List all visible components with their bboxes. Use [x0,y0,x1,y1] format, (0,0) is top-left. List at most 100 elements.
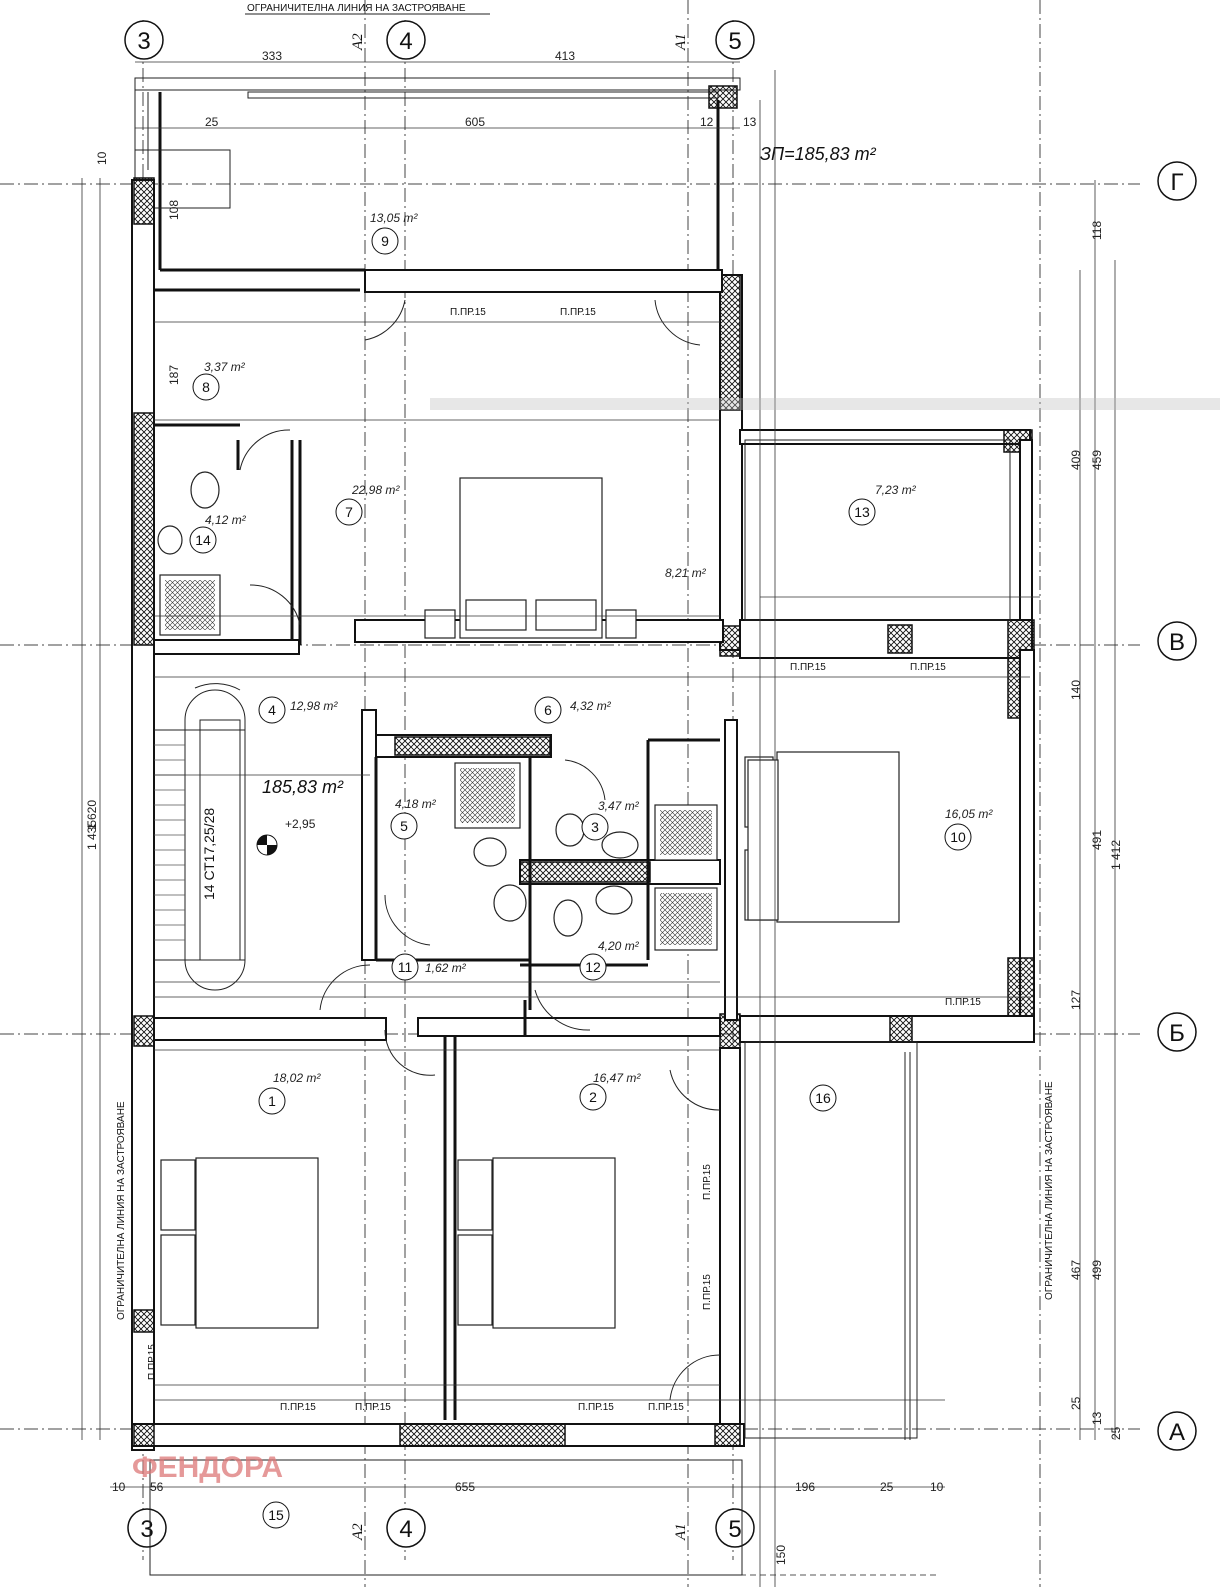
svg-text:4,18 m²: 4,18 m² [395,797,437,811]
dim-right-491: 491 [1090,830,1104,850]
window-tag-6: П.ПР.15 [280,1402,316,1413]
bed-room10 [744,751,900,923]
dim-top-413: 413 [555,49,575,63]
dim-right-13: 13 [1090,1411,1104,1425]
room-13: 13 7,23 m² [848,483,917,526]
dim-right-459: 459 [1090,450,1104,470]
svg-text:5: 5 [728,1516,741,1543]
corridor-area: 8,21 m² [665,566,707,580]
dim-bottom-150: 150 [774,1545,788,1565]
dim-right-499: 499 [1090,1260,1104,1280]
svg-text:Г: Г [1171,169,1184,196]
svg-text:15: 15 [268,1507,284,1523]
dim-top-605: 605 [465,115,485,129]
watermark-logo: ФЕНДОРА [132,1451,283,1484]
svg-text:А: А [1169,1419,1185,1446]
bed-room2 [457,1157,616,1329]
side-building-line-note-left: ОГРАНИЧИТЕЛНА ЛИНИЯ НА ЗАСТРОЯВАНЕ [116,1101,127,1320]
svg-text:4,32 m²: 4,32 m² [570,699,612,713]
side-building-line-note-right: ОГРАНИЧИТЕЛНА ЛИНИЯ НА ЗАСТРОЯВАНЕ [1044,1081,1055,1300]
window-tag-3: П.ПР.15 [790,662,826,673]
svg-text:В: В [1169,629,1185,656]
svg-text:5: 5 [400,818,408,834]
room-10: 10 16,05 m² [944,807,993,851]
center-area-label: 185,83 m² [262,777,344,797]
dim-left-1435: 1 435 [85,820,99,850]
dim-left-10: 10 [95,151,109,165]
sanitary-fixtures [157,471,718,951]
window-tag-9: П.ПР.15 [648,1402,684,1413]
window-tag-7: П.ПР.15 [355,1402,391,1413]
dim-right-25b: 25 [1109,1426,1123,1440]
axis-label-a2-top: A2 [350,33,366,51]
svg-text:22,98 m²: 22,98 m² [351,483,400,497]
axis-bubble-V: В [1157,621,1197,661]
svg-text:4,20 m²: 4,20 m² [598,939,640,953]
axis-label-a1-bottom: A1 [673,1523,689,1541]
svg-text:16,05 m²: 16,05 m² [945,807,993,821]
room-2: 216,47 m² [579,1071,641,1111]
dim-left-187: 187 [167,365,181,385]
svg-text:3: 3 [591,819,599,835]
dim-right-409: 409 [1069,450,1083,470]
total-area-label: ЗП=185,83 m² [760,144,877,164]
svg-text:1: 1 [268,1093,276,1109]
dim-top-25: 25 [205,115,219,129]
room-1: 1 18,02 m² [258,1071,321,1115]
axis-bubble-A: А [1157,1411,1197,1451]
dimension-lines [81,61,1116,1587]
window-tags: П.ПР.15 П.ПР.15 П.ПР.15 П.ПР.15 П.ПР.15 … [147,307,981,1413]
dim-right-127: 127 [1069,990,1083,1010]
dim-right-467: 467 [1069,1260,1083,1280]
svg-text:12,98 m²: 12,98 m² [290,699,338,713]
dim-top-12: 12 [700,115,714,129]
window-tag-12: П.ПР.15 [147,1344,158,1380]
axis-bubble-G: Г [1157,161,1197,201]
window-tag-8: П.ПР.15 [578,1402,614,1413]
room-3: 3 3,47 m² [581,799,640,841]
svg-text:Б: Б [1169,1020,1185,1047]
dim-left-1620: 1 620 [85,800,99,830]
terrace-right [149,439,1011,1576]
window-tag-2: П.ПР.15 [560,307,596,318]
window-tag-10: П.ПР.15 [702,1164,713,1200]
svg-text:1,62 m²: 1,62 m² [425,961,467,975]
axis-bubble-4-bottom: 4 [386,1508,426,1548]
room-8: 83,37 m² [192,360,246,401]
svg-text:7,23 m²: 7,23 m² [875,483,917,497]
window-tag-11: П.ПР.15 [702,1274,713,1310]
svg-text:18,02 m²: 18,02 m² [273,1071,321,1085]
axis-bubble-3-bottom: 3 [127,1508,167,1548]
dim-bottom-10: 10 [930,1480,944,1494]
room-5: 5 4,18 m² [390,797,437,840]
axis-bubble-B: Б [1157,1012,1197,1052]
svg-text:13: 13 [854,504,870,520]
axis-label-a2-bottom: A2 [350,1523,366,1541]
svg-text:5: 5 [728,28,741,55]
room-9: 913,05 m² [370,211,418,255]
axis-bubble-5-bottom: 5 [715,1508,755,1548]
svg-text:7: 7 [345,504,353,520]
svg-text:3,47 m²: 3,47 m² [598,799,640,813]
svg-text:4: 4 [399,1516,412,1543]
svg-text:10: 10 [950,829,966,845]
svg-text:13,05 m²: 13,05 m² [370,211,418,225]
dim-top-13: 13 [743,115,757,129]
room-7: 7 22,98 m² [335,483,400,526]
bed-room7 [424,477,637,639]
svg-text:16,47 m²: 16,47 m² [593,1071,641,1085]
terrace-top [134,77,741,275]
window-tag-1: П.ПР.15 [450,307,486,318]
dim-bottom-25: 25 [880,1480,894,1494]
svg-text:16: 16 [815,1090,831,1106]
dimension-labels: 333 413 605 25 12 13 1 620 1 435 187 108… [85,49,1123,1565]
window-tag-4: П.ПР.15 [910,662,946,673]
svg-text:12: 12 [585,959,601,975]
svg-text:8: 8 [202,379,210,395]
interior-walls [153,423,738,1420]
svg-text:3: 3 [140,1516,153,1543]
svg-text:14: 14 [195,532,211,548]
